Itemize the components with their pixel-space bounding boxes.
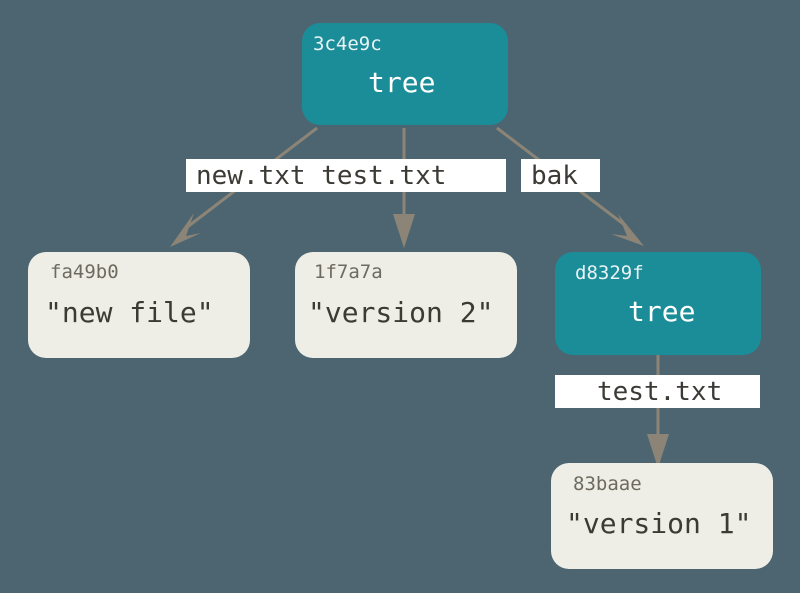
edge-label-test-txt-text: test.txt [597,377,722,407]
node-version1-blob[interactable]: 83baae "version 1" [551,463,773,569]
edge-bak-tree-to-version1 [647,355,669,468]
edge-label-files-group-text: new.txt test.txt [196,161,446,191]
edge-label-bak: bak [521,159,600,192]
edge-label-bak-box [521,159,600,192]
node-version1-blob-hash: 83baae [573,473,642,495]
edge-label-test-txt-box [555,375,760,408]
node-root-tree-hash: 3c4e9c [313,33,382,55]
arrowhead-bak-version1 [647,434,669,468]
node-new-file-blob-hash: fa49b0 [50,261,119,283]
arrowhead-root-version2 [393,214,415,248]
arrowhead-root-bak-tree [611,214,644,246]
arrowhead-root-new-file [170,213,201,247]
node-version1-blob-box[interactable] [551,463,773,569]
node-root-tree[interactable]: 3c4e9c tree [302,23,508,125]
node-version2-blob-label: "version 2" [308,296,493,329]
edge-label-bak-text: bak [531,161,578,191]
edge-label-test-txt: test.txt [555,375,760,408]
node-new-file-blob[interactable]: fa49b0 "new file" [28,252,250,358]
node-version2-blob-box[interactable] [295,252,517,358]
node-bak-tree-label: tree [628,295,695,328]
node-version2-blob-hash: 1f7a7a [314,261,383,283]
edge-label-files-group-box [186,159,506,192]
node-root-tree-box[interactable] [302,23,508,125]
node-bak-tree-box[interactable] [555,252,761,355]
node-version1-blob-label: "version 1" [566,507,751,540]
node-bak-tree-hash: d8329f [575,262,644,284]
node-new-file-blob-box[interactable] [28,252,250,358]
node-version2-blob[interactable]: 1f7a7a "version 2" [295,252,517,358]
node-new-file-blob-label: "new file" [45,296,214,329]
node-bak-tree[interactable]: d8329f tree [555,252,761,355]
edge-label-files-group: new.txt test.txt [186,159,506,192]
node-root-tree-label: tree [368,66,435,99]
